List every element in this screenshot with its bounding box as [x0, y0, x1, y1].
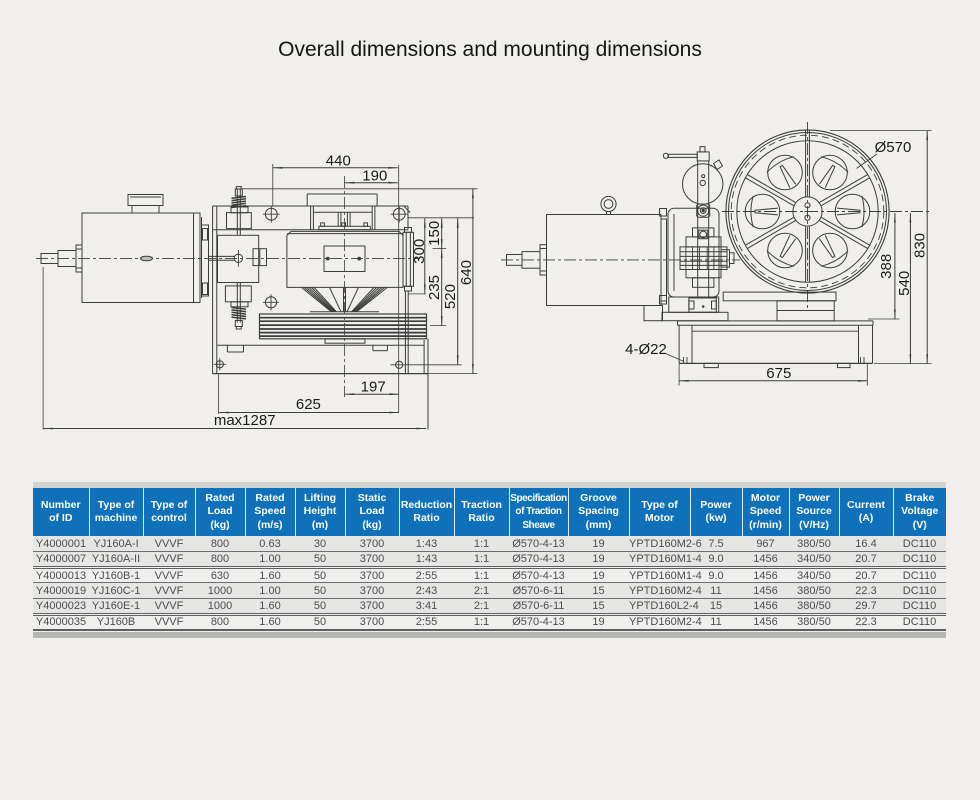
svg-text:190: 190: [362, 168, 387, 185]
svg-text:4-Ø22: 4-Ø22: [625, 341, 667, 358]
svg-text:520: 520: [442, 284, 459, 309]
svg-text:625: 625: [296, 396, 321, 413]
svg-text:235: 235: [426, 275, 443, 300]
svg-text:675: 675: [766, 365, 791, 382]
svg-text:830: 830: [912, 233, 929, 258]
svg-text:440: 440: [326, 153, 351, 170]
svg-text:640: 640: [458, 260, 475, 285]
svg-text:max1287: max1287: [214, 412, 276, 429]
svg-text:300: 300: [411, 239, 428, 264]
svg-text:540: 540: [896, 271, 913, 296]
svg-text:150: 150: [426, 221, 443, 246]
svg-text:197: 197: [361, 379, 386, 396]
svg-text:388: 388: [878, 254, 895, 279]
svg-text:Ø570: Ø570: [875, 139, 912, 156]
